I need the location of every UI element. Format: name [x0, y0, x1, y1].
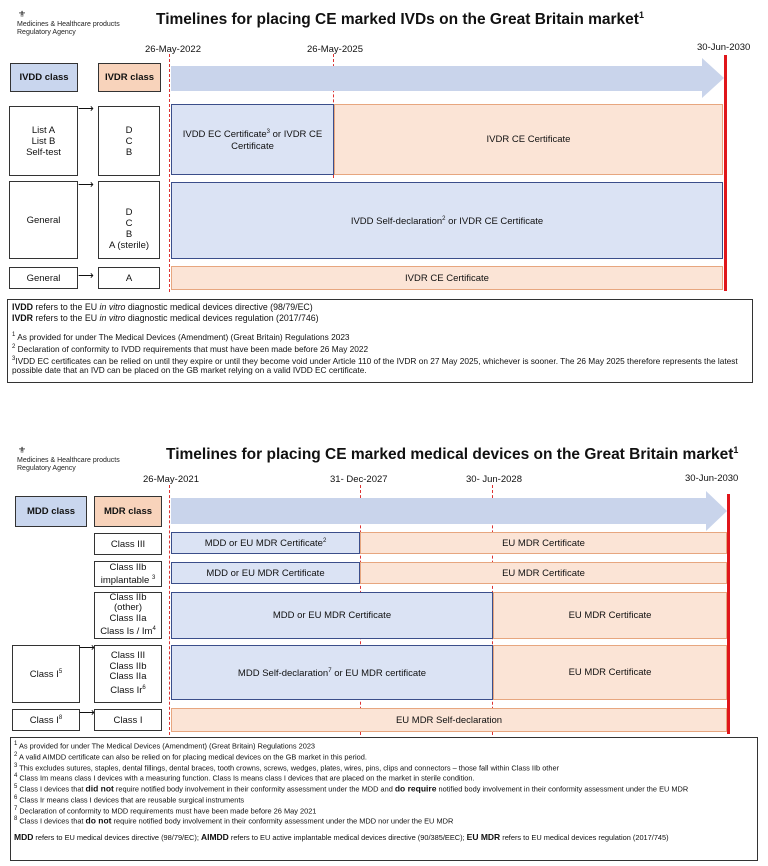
- mdr-class-i: Class I: [94, 709, 162, 731]
- md-row4-selfdecl-cell: MDD Self-declaration7 or EU MDR certific…: [171, 645, 493, 700]
- md-footnotes: 1 As provided for under The Medical Devi…: [10, 737, 758, 861]
- ivd-end-marker: [724, 55, 727, 291]
- agency-logo: Medicines & Healthcare products Regulato…: [17, 457, 120, 472]
- mdd-class-header: MDD class: [15, 496, 87, 527]
- agency-logo: Medicines & Healthcare products Regulato…: [17, 21, 120, 36]
- ivd-timeline-arrowhead: [702, 58, 724, 98]
- ivdd-class-general-a: General: [9, 267, 78, 289]
- md-end-marker: [727, 494, 730, 734]
- md-date-end: 30-Jun-2030: [685, 473, 739, 484]
- ivd-date-end: 30-Jun-2030: [697, 42, 751, 53]
- ivdd-class-general: General: [9, 181, 78, 259]
- ivd-chart-title: Timelines for placing CE marked IVDs on …: [156, 10, 644, 29]
- ivd-row1-transition-cell: IVDD EC Certificate3 or IVDR CE Certific…: [171, 104, 334, 175]
- right-arrow-icon: ⟶: [78, 270, 94, 282]
- md-date-2027: 31- Dec-2027: [330, 474, 388, 485]
- md-row5-selfdecl-cell: EU MDR Self-declaration: [171, 708, 727, 732]
- mdr-class-iii: Class III: [94, 533, 162, 555]
- right-arrow-icon: ⟶: [78, 179, 94, 191]
- mdd-class-i-5: Class I5: [12, 645, 80, 703]
- ivdr-class-a: A: [98, 267, 160, 289]
- md-row1-mdr-cell: EU MDR Certificate: [360, 532, 727, 554]
- ivd-date-mid: 26-May-2025: [307, 44, 363, 55]
- royal-crest-icon: ⚜: [18, 9, 27, 19]
- ivdr-class-header: IVDR class: [98, 63, 161, 92]
- ivd-start-marker: [169, 54, 170, 292]
- md-start-marker: [169, 485, 170, 735]
- right-arrow-icon: ⟶: [79, 642, 95, 654]
- md-row2-mdr-cell: EU MDR Certificate: [360, 562, 727, 584]
- mdd-class-i-8: Class I8: [12, 709, 80, 731]
- ivd-date-start: 26-May-2022: [145, 44, 201, 55]
- md-date-start: 26-May-2021: [143, 474, 199, 485]
- royal-crest-icon: ⚜: [18, 445, 27, 455]
- ivd-footnotes: IVDD refers to the EU in vitro diagnosti…: [7, 299, 753, 383]
- ivd-row1-ivdr-cell: IVDR CE Certificate: [334, 104, 723, 175]
- md-timeline-arrow: [171, 498, 707, 524]
- md-date-2028: 30- Jun-2028: [466, 474, 522, 485]
- md-row3-transition-cell: MDD or EU MDR Certificate: [171, 592, 493, 639]
- ivdd-class-header: IVDD class: [10, 63, 78, 92]
- ivd-row2-selfdecl-cell: IVDD Self-declaration2 or IVDR CE Certif…: [171, 182, 723, 259]
- md-row2-transition-cell: MDD or EU MDR Certificate: [171, 562, 360, 584]
- md-chart-title: Timelines for placing CE marked medical …: [166, 445, 739, 464]
- md-timeline-arrowhead: [706, 491, 727, 531]
- md-row1-transition-cell: MDD or EU MDR Certificate2: [171, 532, 360, 554]
- ivd-row3-ivdr-cell: IVDR CE Certificate: [171, 266, 723, 290]
- md-row4-mdr-cell: EU MDR Certificate: [493, 645, 727, 700]
- right-arrow-icon: ⟶: [79, 707, 95, 719]
- ivd-timeline-arrow: [171, 66, 703, 91]
- right-arrow-icon: ⟶: [78, 103, 94, 115]
- mdr-class-header: MDR class: [94, 496, 162, 527]
- md-row3-mdr-cell: EU MDR Certificate: [493, 592, 727, 639]
